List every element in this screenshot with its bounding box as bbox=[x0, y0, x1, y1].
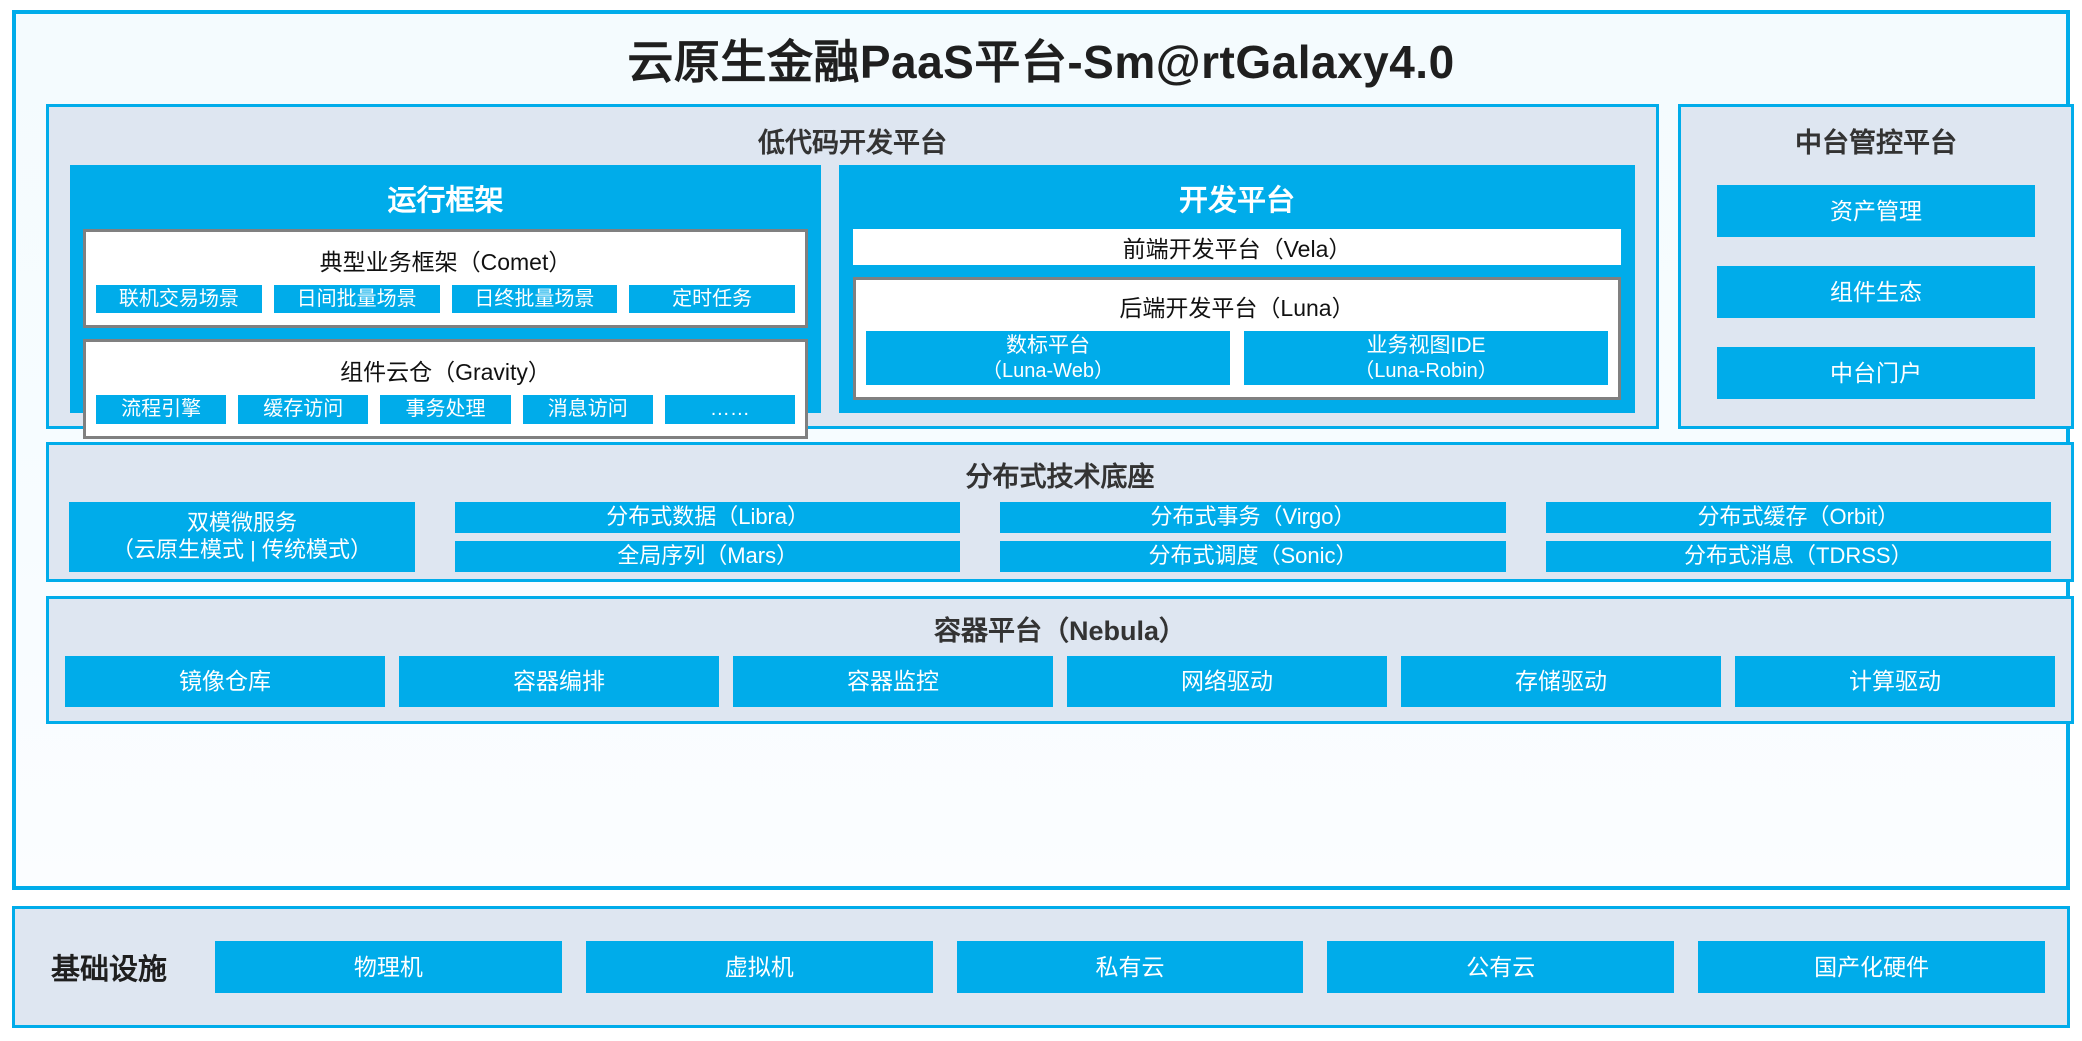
luna-chip-data-standard-platform[interactable]: 数标平台 （Luna-Web） bbox=[866, 331, 1230, 385]
distributed-tech-base-grid: 双模微服务 （云原生模式 | 传统模式） 分布式数据（Libra） 全局序列（M… bbox=[49, 502, 2071, 584]
dual-mode-microservice-line2: （云原生模式 | 传统模式） bbox=[112, 536, 372, 562]
development-platform-heading: 开发平台 bbox=[1178, 185, 1295, 217]
distbase-column-1: 分布式数据（Libra） 全局序列（Mars） bbox=[455, 502, 961, 572]
distbase-column-2: 分布式事务（Virgo） 分布式调度（Sonic） bbox=[1000, 502, 1506, 572]
distbase-tile-sonic[interactable]: 分布式调度（Sonic） bbox=[1000, 540, 1506, 572]
infrastructure-item-domestic-hardware[interactable]: 国产化硬件 bbox=[1698, 941, 2045, 993]
distbase-column-3: 分布式缓存（Orbit） 分布式消息（TDRSS） bbox=[1545, 502, 2051, 572]
gravity-chip-row: 流程引擎 缓存访问 事务处理 消息访问 …… bbox=[96, 395, 796, 424]
comet-chip-scheduled-task[interactable]: 定时任务 bbox=[629, 285, 795, 314]
infrastructure-item-virtual-machine[interactable]: 虚拟机 bbox=[585, 941, 933, 993]
luna-web-sub: （Luna-Web） bbox=[982, 359, 1114, 382]
container-platform-panel: 容器平台（Nebula） 镜像仓库 容器编排 容器监控 网络驱动 存储驱动 计算… bbox=[46, 596, 2074, 724]
luna-backend-card: 后端开发平台（Luna） 数标平台 （Luna-Web） 业务视图IDE （Lu… bbox=[853, 277, 1621, 400]
infrastructure-label: 基础设施 bbox=[51, 954, 168, 986]
distbase-tile-virgo[interactable]: 分布式事务（Virgo） bbox=[1000, 502, 1506, 533]
container-item-storage-driver[interactable]: 存储驱动 bbox=[1401, 656, 1721, 707]
gravity-chip-transaction-processing[interactable]: 事务处理 bbox=[380, 395, 511, 424]
gravity-card-title: 组件云仓（Gravity） bbox=[340, 359, 551, 386]
distbase-tile-libra[interactable]: 分布式数据（Libra） bbox=[455, 502, 961, 533]
luna-card-title: 后端开发平台（Luna） bbox=[1119, 295, 1355, 321]
lowcode-platform-body: 运行框架 典型业务框架（Comet） 联机交易场景 日间批量场景 日终批量场景 … bbox=[70, 165, 1635, 439]
lowcode-platform-title: 低代码开发平台 bbox=[758, 128, 947, 158]
distbase-tile-mars[interactable]: 全局序列（Mars） bbox=[455, 540, 961, 572]
infrastructure-item-public-cloud[interactable]: 公有云 bbox=[1327, 941, 1675, 993]
dual-mode-microservice-line1: 双模微服务 bbox=[186, 510, 297, 535]
gravity-chip-message-access[interactable]: 消息访问 bbox=[522, 395, 653, 424]
midplatform-control-panel: 中台管控平台 资产管理 组件生态 中台门户 bbox=[1678, 104, 2074, 429]
container-item-monitoring[interactable]: 容器监控 bbox=[733, 656, 1053, 707]
luna-robin-name: 业务视图IDE bbox=[1366, 334, 1486, 357]
gravity-card: 组件云仓（Gravity） 流程引擎 缓存访问 事务处理 消息访问 …… bbox=[83, 339, 808, 439]
luna-robin-sub: （Luna-Robin） bbox=[1354, 359, 1498, 382]
runtime-framework-heading: 运行框架 bbox=[387, 185, 504, 217]
distributed-tech-base-panel: 分布式技术底座 双模微服务 （云原生模式 | 传统模式） 分布式数据（Libra… bbox=[46, 442, 2074, 582]
infrastructure-item-private-cloud[interactable]: 私有云 bbox=[956, 941, 1304, 993]
comet-card: 典型业务框架（Comet） 联机交易场景 日间批量场景 日终批量场景 定时任务 bbox=[83, 229, 808, 329]
comet-chip-intraday-batch[interactable]: 日间批量场景 bbox=[273, 285, 440, 314]
midplatform-item-portal[interactable]: 中台门户 bbox=[1717, 347, 2035, 400]
midplatform-item-component-ecosystem[interactable]: 组件生态 bbox=[1717, 265, 2035, 318]
platform-frame: 云原生金融PaaS平台-Sm@rtGalaxy4.0 低代码开发平台 运行框架 … bbox=[12, 10, 2074, 890]
distbase-tile-tdrss[interactable]: 分布式消息（TDRSS） bbox=[1545, 540, 2051, 572]
gravity-chip-more[interactable]: …… bbox=[664, 395, 796, 424]
distributed-tech-base-title: 分布式技术底座 bbox=[965, 462, 1155, 492]
gravity-chip-cache-access[interactable]: 缓存访问 bbox=[238, 395, 369, 424]
container-platform-item-row: 镜像仓库 容器编排 容器监控 网络驱动 存储驱动 计算驱动 bbox=[49, 656, 2071, 721]
infrastructure-panel: 基础设施 物理机 虚拟机 私有云 公有云 国产化硬件 bbox=[12, 906, 2070, 1028]
comet-chip-row: 联机交易场景 日间批量场景 日终批量场景 定时任务 bbox=[96, 285, 795, 314]
comet-chip-eod-batch[interactable]: 日终批量场景 bbox=[451, 285, 618, 314]
container-item-compute-driver[interactable]: 计算驱动 bbox=[1735, 656, 2055, 707]
infrastructure-item-row: 物理机 虚拟机 私有云 公有云 国产化硬件 bbox=[215, 941, 2045, 993]
distbase-tile-orbit[interactable]: 分布式缓存（Orbit） bbox=[1545, 502, 2051, 533]
lowcode-platform-panel: 低代码开发平台 运行框架 典型业务框架（Comet） 联机交易场景 日间批量场景… bbox=[46, 104, 1659, 439]
container-platform-title: 容器平台（Nebula） bbox=[933, 616, 1187, 646]
development-platform-block: 开发平台 前端开发平台（Vela） 后端开发平台（Luna） 数标平台 （Lun… bbox=[839, 165, 1635, 413]
midplatform-item-list: 资产管理 组件生态 中台门户 bbox=[1717, 170, 2035, 426]
container-item-orchestration[interactable]: 容器编排 bbox=[399, 656, 719, 707]
comet-chip-online-transaction[interactable]: 联机交易场景 bbox=[96, 285, 262, 314]
infrastructure-item-physical-machine[interactable]: 物理机 bbox=[215, 941, 562, 993]
page-title: 云原生金融PaaS平台-Sm@rtGalaxy4.0 bbox=[627, 36, 1455, 88]
container-item-network-driver[interactable]: 网络驱动 bbox=[1067, 656, 1387, 707]
gravity-chip-process-engine[interactable]: 流程引擎 bbox=[96, 395, 227, 424]
container-item-image-registry[interactable]: 镜像仓库 bbox=[65, 656, 385, 707]
luna-chip-row: 数标平台 （Luna-Web） 业务视图IDE （Luna-Robin） bbox=[866, 331, 1608, 385]
midplatform-item-asset-management[interactable]: 资产管理 bbox=[1717, 184, 2035, 237]
luna-web-name: 数标平台 bbox=[1006, 334, 1090, 357]
dual-mode-microservice-tile[interactable]: 双模微服务 （云原生模式 | 传统模式） bbox=[69, 502, 415, 572]
midplatform-control-title: 中台管控平台 bbox=[1795, 128, 1957, 158]
runtime-framework-block: 运行框架 典型业务框架（Comet） 联机交易场景 日间批量场景 日终批量场景 … bbox=[70, 165, 821, 439]
vela-frontend-card[interactable]: 前端开发平台（Vela） bbox=[853, 229, 1621, 265]
luna-chip-business-view-ide[interactable]: 业务视图IDE （Luna-Robin） bbox=[1244, 331, 1608, 385]
comet-card-title: 典型业务框架（Comet） bbox=[319, 249, 572, 275]
